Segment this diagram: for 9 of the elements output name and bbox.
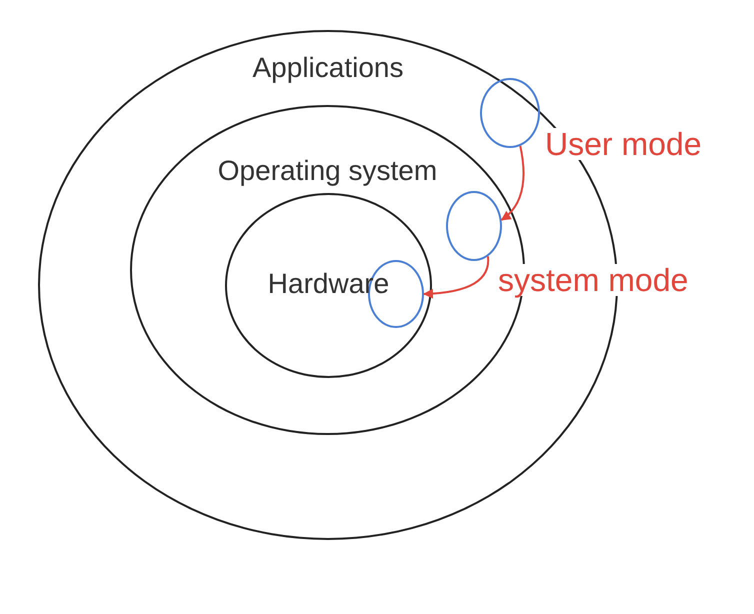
arrow	[500, 146, 524, 221]
arrow	[423, 256, 490, 299]
edge-label: system mode	[498, 264, 688, 296]
layer-label: Applications	[252, 54, 404, 82]
layer-label: Operating system	[216, 157, 438, 185]
edge-label: User mode	[545, 128, 702, 160]
small-circle	[480, 78, 540, 148]
small-circle	[446, 191, 502, 261]
layer-ellipse	[225, 193, 432, 378]
